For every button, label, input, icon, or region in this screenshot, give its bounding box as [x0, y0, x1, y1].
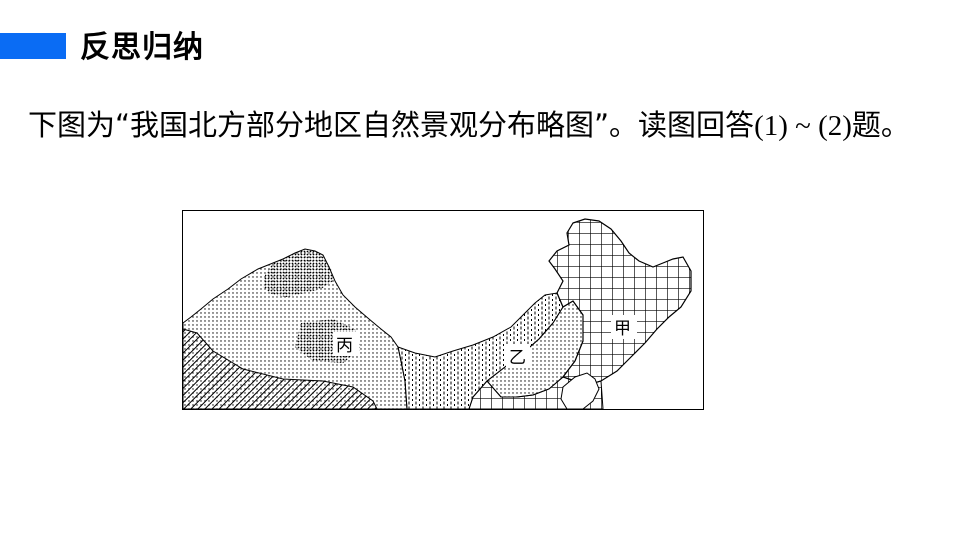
title-accent-bar	[0, 33, 66, 59]
page-title: 反思归纳	[80, 30, 204, 65]
question-text: 下图为“我国北方部分地区自然景观分布略图”。读图回答(1) ~ (2)题。	[28, 94, 938, 157]
bohai-sea	[560, 372, 600, 409]
label-bing: 丙	[336, 336, 353, 356]
landscape-map: 丙 乙 甲	[182, 210, 704, 410]
label-yi: 乙	[509, 348, 526, 368]
question-text-before: 下图为“我国北方部分地区自然景观分布略图”。读图回答	[28, 108, 755, 142]
question-range: (1) ~ (2)	[754, 110, 852, 142]
question-text-after: 题。	[851, 108, 910, 142]
northeast-forest-region	[548, 218, 692, 386]
southwest-highland	[183, 328, 378, 409]
map-graphic: 丙 乙 甲	[183, 218, 692, 409]
label-jia: 甲	[614, 319, 631, 339]
north-mountain-band	[263, 249, 333, 297]
